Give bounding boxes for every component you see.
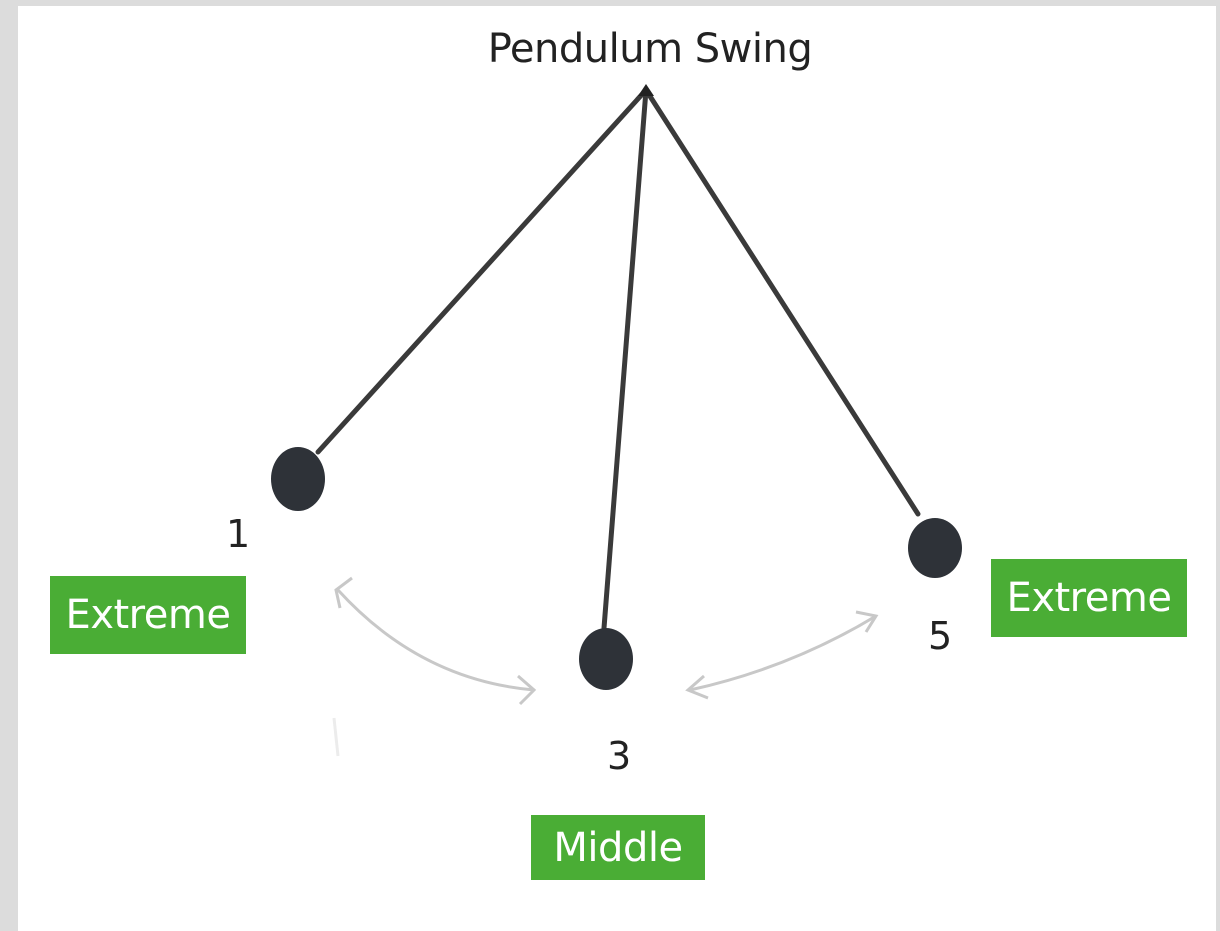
bob-right bbox=[908, 518, 962, 578]
diagram-title: Pendulum Swing bbox=[487, 26, 813, 72]
label-extreme-right: Extreme bbox=[991, 559, 1187, 637]
arrowhead-right-down bbox=[685, 674, 709, 700]
swing-arrow-left bbox=[336, 588, 535, 692]
arrowhead-right-up bbox=[855, 610, 879, 633]
string-right bbox=[643, 87, 921, 517]
position-number-5: 5 bbox=[928, 614, 953, 658]
string-middle bbox=[601, 87, 649, 631]
arrowhead-left-up bbox=[334, 576, 353, 609]
faint-mark bbox=[332, 717, 340, 757]
pivot-point bbox=[638, 84, 654, 96]
arrowhead-left-down bbox=[517, 674, 537, 706]
position-number-1: 1 bbox=[226, 512, 251, 556]
position-number-3: 3 bbox=[607, 734, 632, 778]
bob-left bbox=[271, 447, 325, 511]
bob-middle bbox=[579, 628, 633, 690]
label-extreme-left: Extreme bbox=[50, 576, 246, 654]
swing-arrow-right bbox=[689, 614, 877, 692]
label-middle: Middle bbox=[531, 815, 705, 880]
string-left bbox=[315, 87, 649, 455]
